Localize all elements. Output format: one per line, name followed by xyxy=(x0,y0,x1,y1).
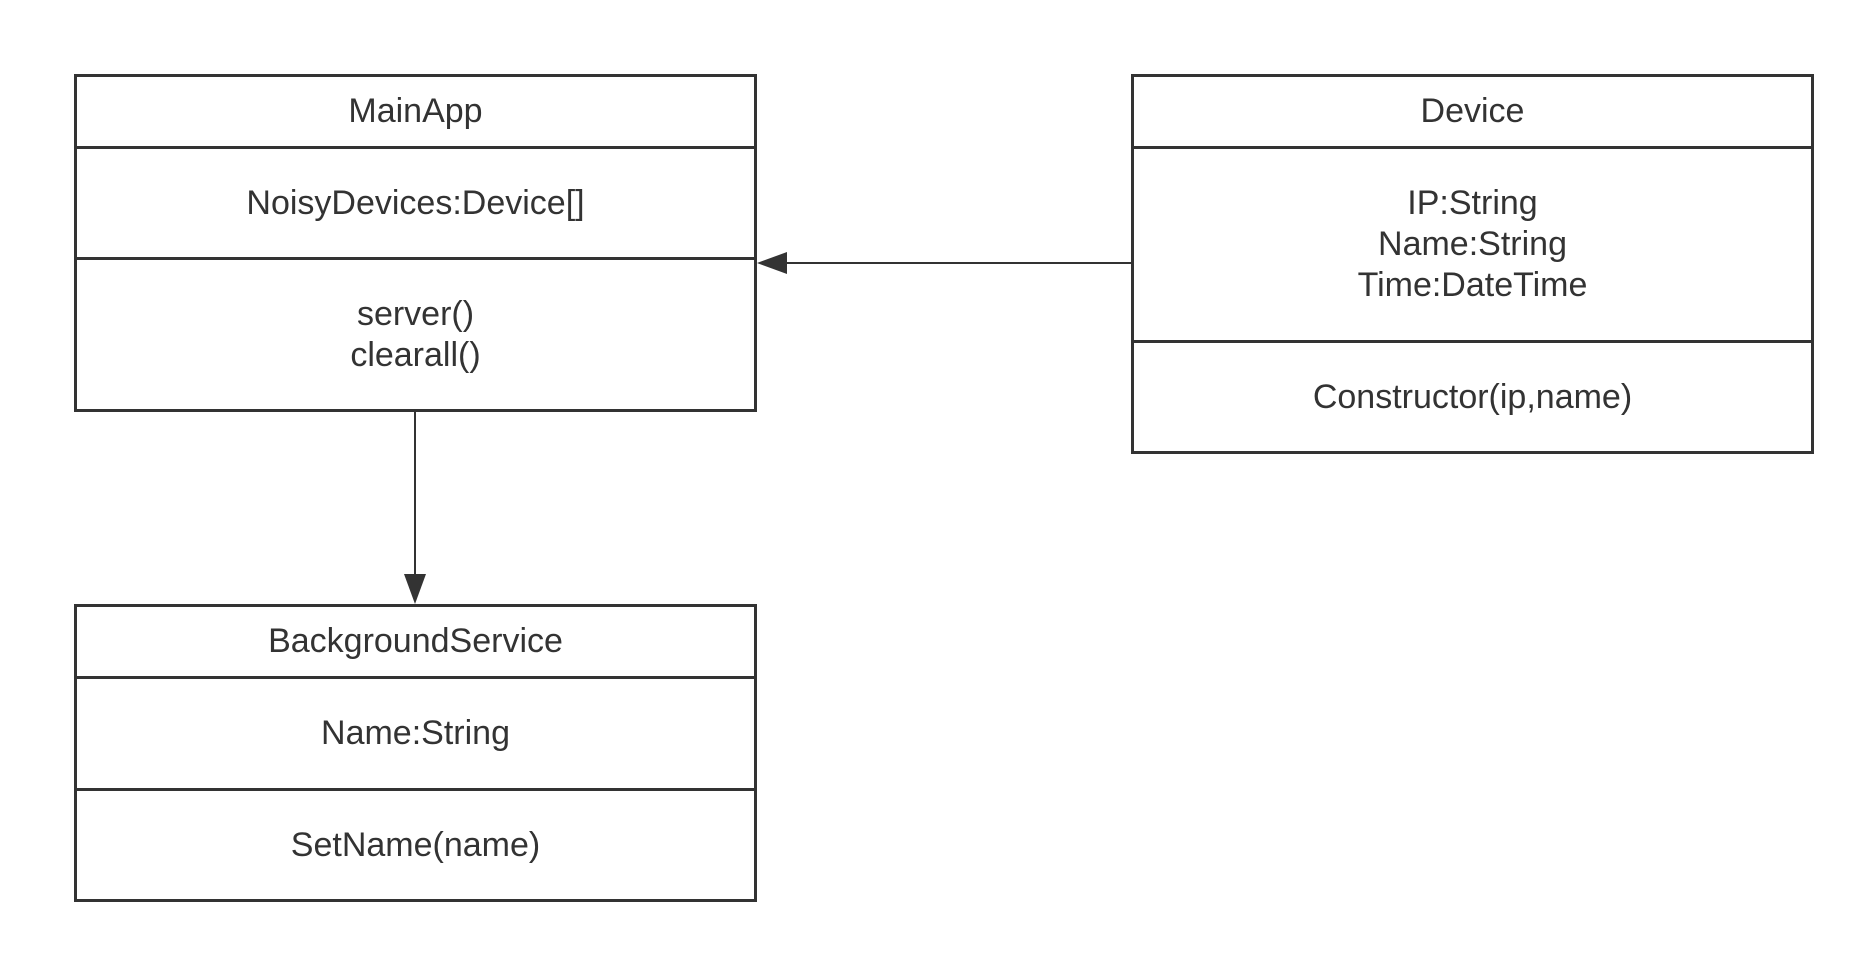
class-name: MainApp xyxy=(348,92,483,130)
methods-section: SetName(name) xyxy=(77,788,754,899)
arrowhead-down-icon xyxy=(404,574,426,604)
class-name-section: MainApp xyxy=(77,77,754,146)
attribute: Name:String xyxy=(321,714,510,752)
attribute: Name:String xyxy=(1378,225,1567,263)
attributes-section: NoisyDevices:Device[] xyxy=(77,146,754,257)
attributes-section: IP:String Name:String Time:DateTime xyxy=(1134,146,1811,340)
method: server() xyxy=(356,294,475,333)
class-name: BackgroundService xyxy=(268,622,563,660)
class-name-section: Device xyxy=(1134,77,1811,146)
connector-mainapp-to-backgroundservice xyxy=(404,412,426,604)
methods-section: Constructor(ip,name) xyxy=(1134,340,1811,451)
attribute: Time:DateTime xyxy=(1357,266,1588,304)
method: SetName(name) xyxy=(290,825,541,864)
methods-section: server() clearall() xyxy=(77,257,754,409)
method: clearall() xyxy=(350,335,481,374)
attributes-section: Name:String xyxy=(77,676,754,788)
class-mainapp[interactable]: MainApp NoisyDevices:Device[] server() c… xyxy=(74,74,757,412)
class-name: Device xyxy=(1420,92,1525,130)
class-backgroundservice[interactable]: BackgroundService Name:String SetName(na… xyxy=(74,604,757,902)
connector-device-to-mainapp xyxy=(757,252,1131,274)
class-device[interactable]: Device IP:String Name:String Time:DateTi… xyxy=(1131,74,1814,454)
attribute: IP:String xyxy=(1407,184,1538,222)
attribute: NoisyDevices:Device[] xyxy=(246,183,585,222)
arrowhead-left-icon xyxy=(757,252,787,274)
method: Constructor(ip,name) xyxy=(1312,377,1633,416)
class-name-section: BackgroundService xyxy=(77,607,754,676)
